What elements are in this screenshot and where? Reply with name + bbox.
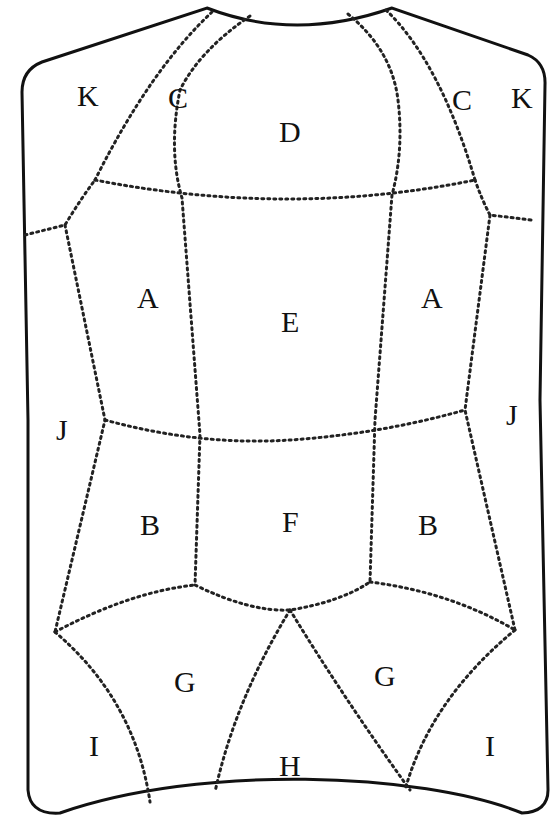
region-letter: B: [140, 510, 160, 540]
region-letter: A: [137, 283, 159, 313]
region-letter: G: [374, 661, 396, 691]
body-outline: [22, 8, 548, 813]
region-letter: D: [279, 117, 301, 147]
region-letter: C: [168, 83, 188, 113]
region-letter: F: [282, 507, 299, 537]
region-letter: C: [452, 85, 472, 115]
region-letter: K: [511, 83, 533, 113]
region-letter: J: [56, 415, 68, 445]
region-letter: I: [89, 731, 99, 761]
region-letter: B: [418, 510, 438, 540]
region-letter: A: [421, 283, 443, 313]
region-letter: H: [279, 751, 301, 781]
region-letter: G: [174, 667, 196, 697]
region-letter: K: [77, 81, 99, 111]
region-letter: E: [281, 307, 299, 337]
region-letter: I: [485, 731, 495, 761]
region-borders: [25, 10, 531, 802]
region-letter: J: [506, 400, 518, 430]
